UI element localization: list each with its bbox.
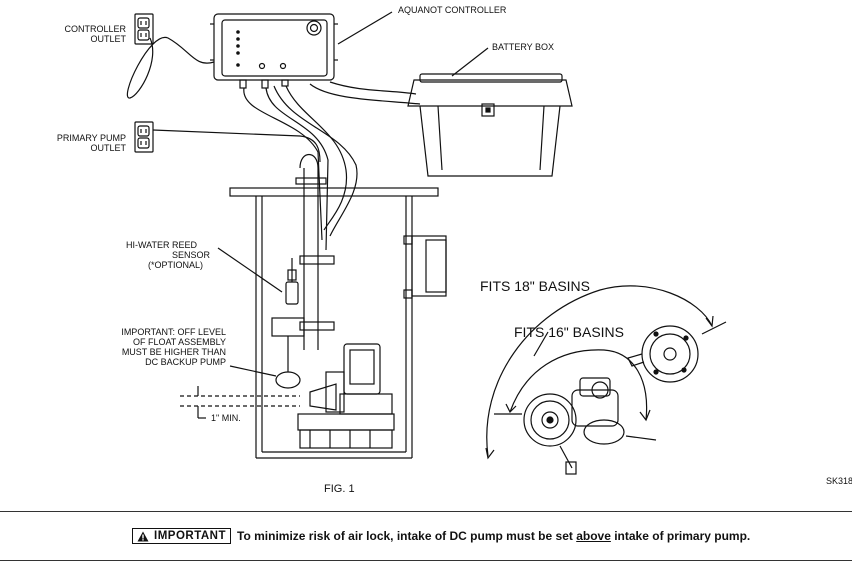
fits-18-arc	[486, 285, 713, 457]
fits-18-label: FITS 18" BASINS	[480, 278, 591, 294]
sheet-code: SK318	[826, 476, 852, 486]
warning-triangle-icon	[137, 531, 149, 541]
important-float-label: IMPORTANT: OFF LEVEL OF FLOAT ASSEMBLY M…	[121, 327, 226, 367]
hi-water-sensor-label: HI-WATER REED SENSOR (*OPTIONAL)	[126, 240, 210, 270]
aquanot-controller-label: AQUANOT CONTROLLER	[398, 5, 507, 15]
divider-top	[0, 511, 852, 512]
primary-pump-outlet-icon	[134, 121, 154, 153]
divider-bottom	[0, 560, 852, 561]
hi-water-sensor-icon	[285, 258, 299, 305]
installation-diagram	[126, 11, 727, 475]
notice-text-before: To minimize risk of air lock, intake of …	[237, 529, 577, 543]
controller-outlet-icon	[134, 13, 154, 45]
primary-pump-outlet-label: PRIMARY PUMP OUTLET	[56, 133, 126, 153]
sump-basin-icon	[229, 187, 447, 459]
battery-box-label: BATTERY BOX	[492, 42, 555, 52]
notice-text-emphasis: above	[576, 529, 611, 543]
battery-box-icon	[407, 73, 573, 177]
important-badge: IMPORTANT	[132, 528, 232, 544]
notice-text: To minimize risk of air lock, intake of …	[237, 529, 750, 543]
figure-caption: FIG. 1	[324, 483, 355, 495]
important-notice: IMPORTANT To minimize risk of air lock, …	[132, 526, 750, 546]
notice-text-after: intake of primary pump.	[610, 529, 751, 543]
float-assembly-icon	[271, 317, 305, 389]
important-badge-label: IMPORTANT	[154, 530, 227, 542]
fits-16-arc	[509, 349, 648, 421]
dc-backup-pump-icon	[297, 343, 395, 449]
discharge-pipe-icon	[295, 153, 335, 350]
fits-16-label: FITS 16" BASINS	[514, 324, 625, 340]
controller-outlet-label: CONTROLLER OUTLET	[64, 24, 126, 44]
aquanot-controller-icon	[210, 13, 338, 89]
top-view-pump-icon	[523, 377, 625, 475]
rotated-pump-head-icon	[627, 325, 699, 383]
one-inch-min-label: 1" MIN.	[211, 413, 241, 423]
